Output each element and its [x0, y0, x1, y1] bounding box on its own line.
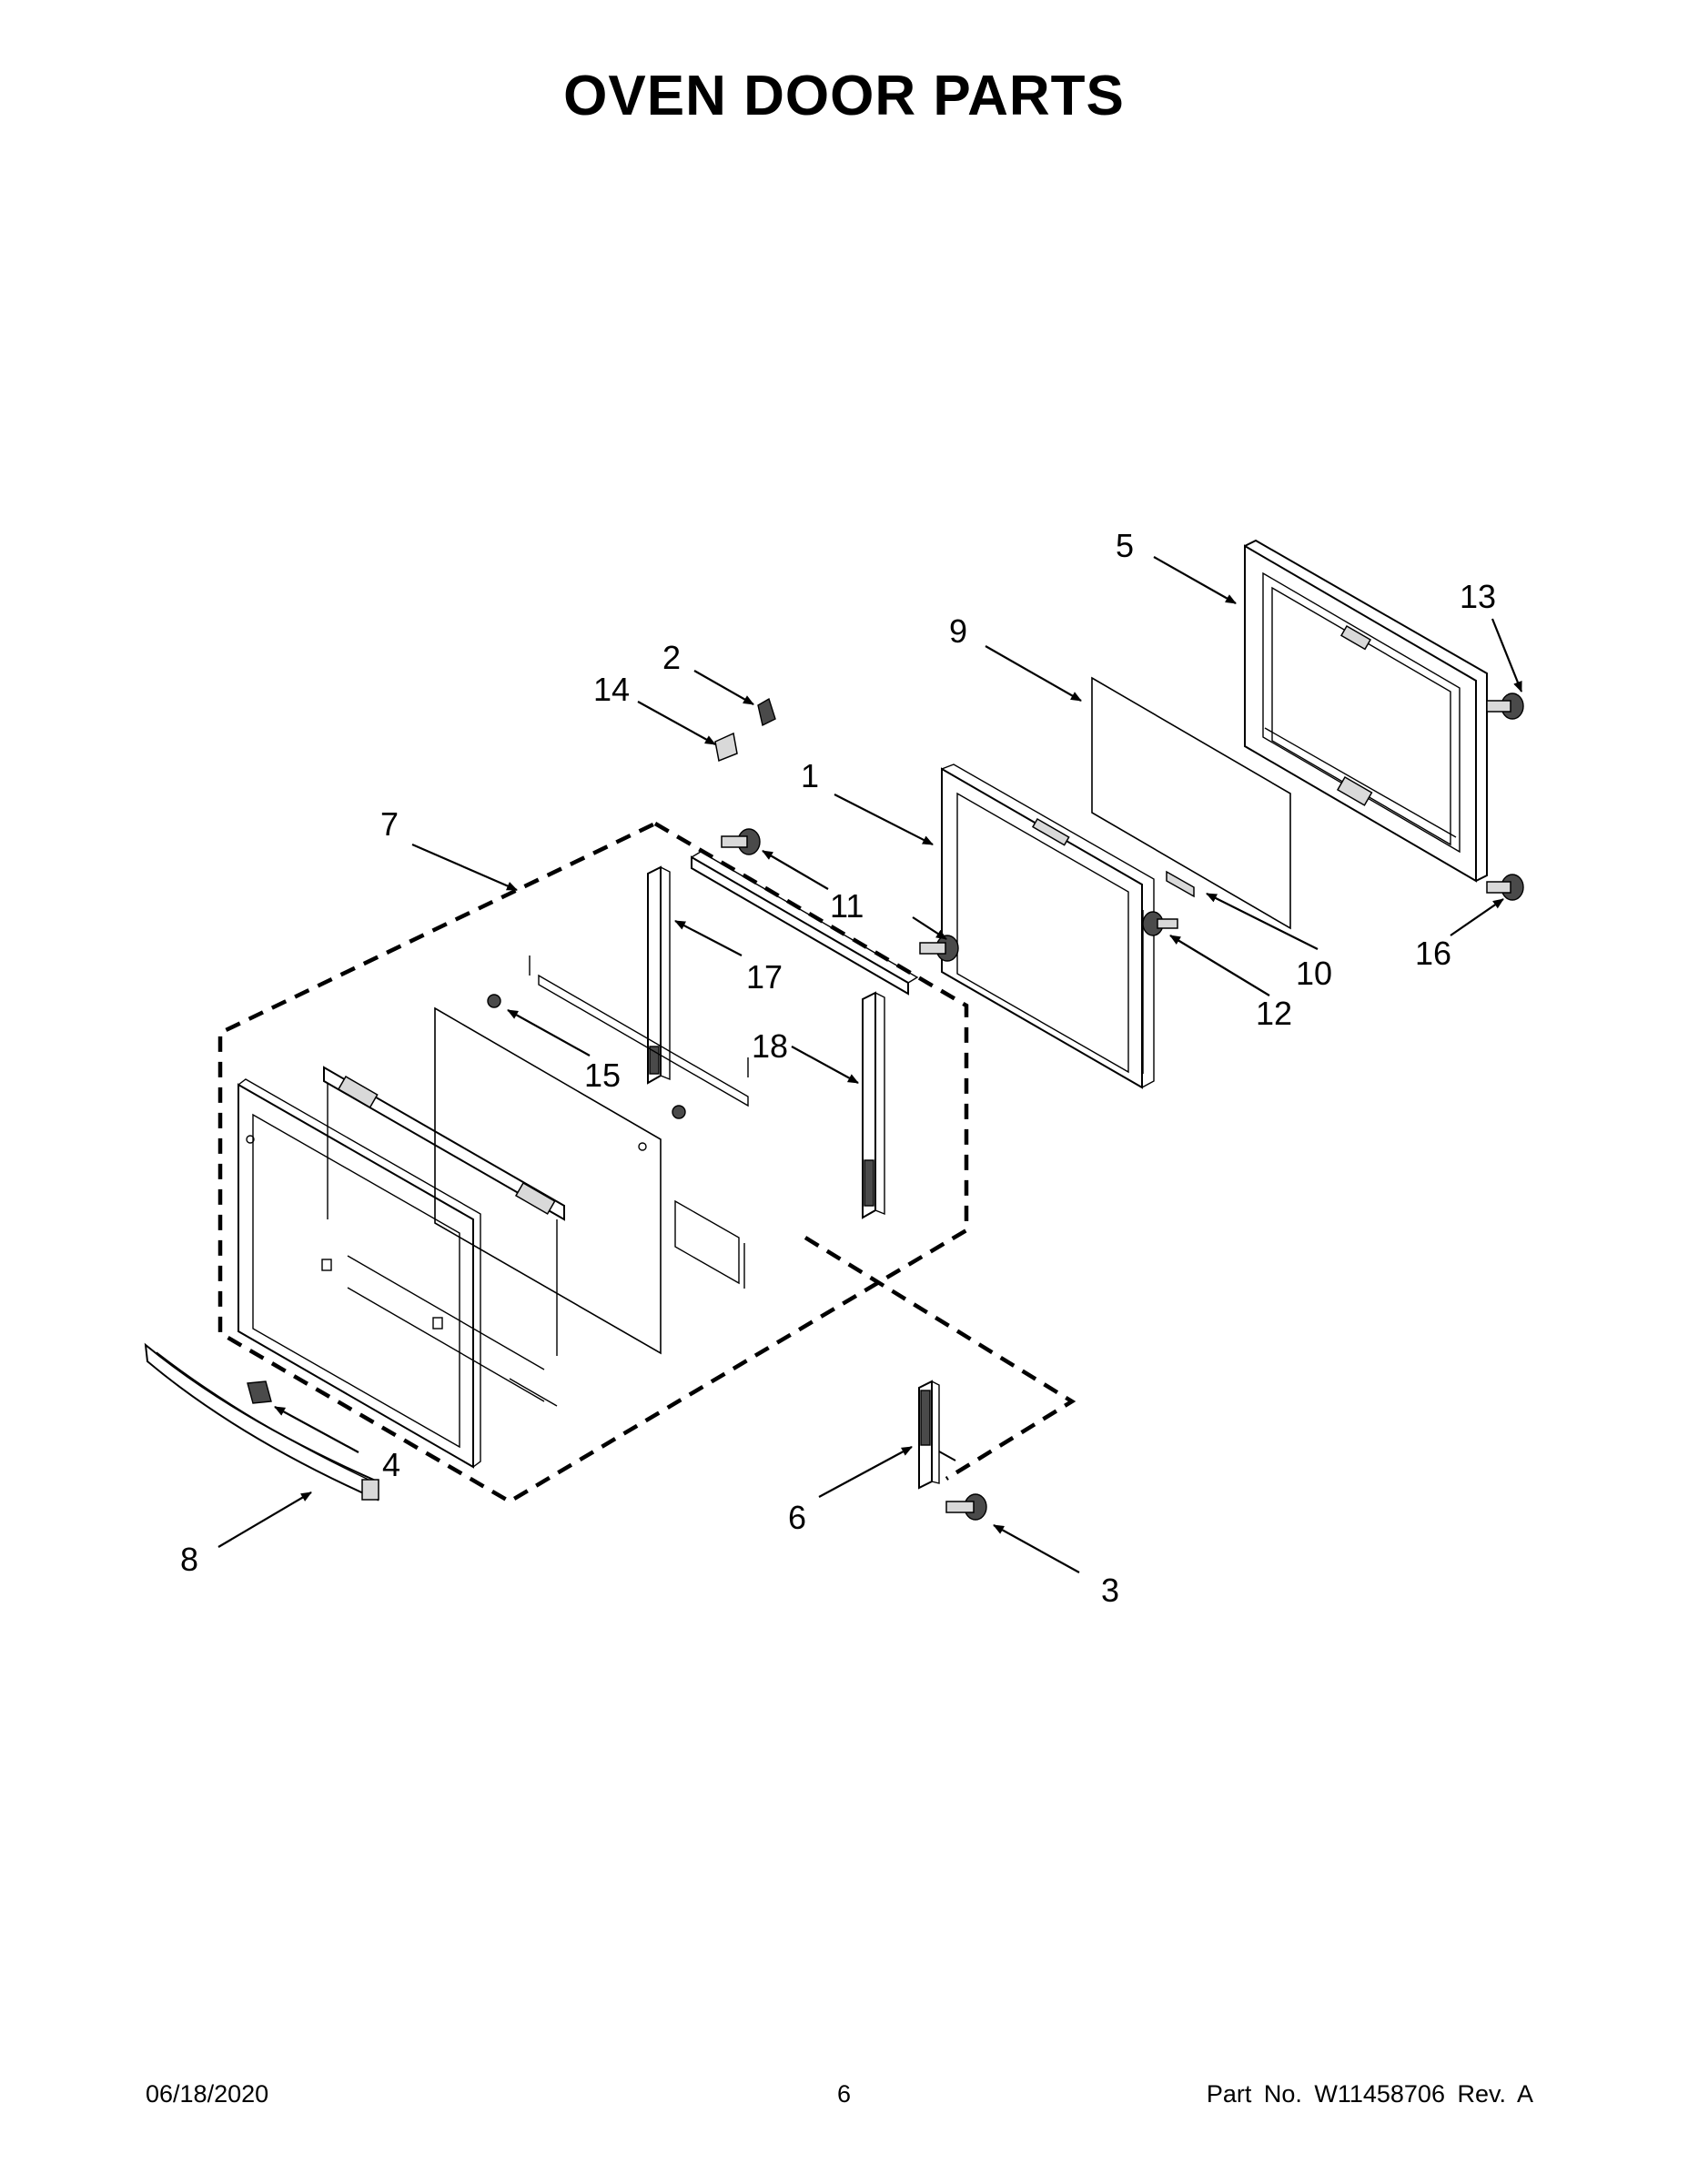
screw-part[interactable]	[1142, 911, 1178, 936]
glass-support-frame-part[interactable]	[323, 1066, 565, 1407]
handle-screw-part[interactable]	[247, 1380, 272, 1404]
middle-glass-pane-part[interactable]	[434, 1006, 662, 1355]
lower-glass-strip-part[interactable]	[674, 1199, 745, 1289]
right-door-channel-part[interactable]	[862, 991, 885, 1219]
top-door-rail-part[interactable]	[691, 851, 919, 996]
callout-13: 13	[1460, 578, 1496, 615]
footer-part-number: Part No. W11458706 Rev. A	[1206, 2080, 1533, 2108]
door-latch-bracket-part[interactable]	[714, 732, 738, 763]
callout-18: 18	[752, 1027, 788, 1065]
callout-16: 16	[1415, 935, 1451, 972]
callout-arrows	[217, 556, 1523, 1573]
footer-page-number: 6	[836, 2080, 852, 2108]
door-assembly-dashed-outline	[217, 821, 1076, 1504]
hinge-screw-part[interactable]	[945, 1493, 987, 1521]
washer-part[interactable]	[487, 994, 686, 1119]
screw-part[interactable]	[721, 828, 761, 855]
callout-1: 1	[801, 757, 819, 794]
callout-17: 17	[746, 958, 783, 996]
callout-4: 4	[382, 1446, 400, 1483]
callout-5: 5	[1116, 527, 1134, 564]
inner-door-frame-part[interactable]	[1244, 539, 1488, 883]
door-liner-part[interactable]	[941, 763, 1155, 1089]
callout-3: 3	[1101, 1572, 1119, 1609]
footer-date: 06/18/2020	[146, 2080, 269, 2108]
callout-10: 10	[1296, 955, 1332, 992]
page-title: OVEN DOOR PARTS	[563, 65, 1125, 127]
callout-6: 6	[788, 1499, 806, 1536]
callout-8: 8	[180, 1541, 198, 1578]
door-handle-part[interactable]	[144, 1342, 379, 1502]
callout-11: 11	[830, 887, 864, 925]
door-hinge-part[interactable]	[918, 1380, 956, 1490]
callout-7: 7	[380, 805, 399, 843]
screw-part[interactable]	[919, 935, 959, 962]
spacer-strip-part[interactable]	[529, 956, 749, 1107]
door-glass-panel-part[interactable]	[1091, 676, 1291, 930]
callout-15: 15	[584, 1057, 621, 1094]
glass-bracket-part[interactable]	[1166, 870, 1195, 898]
callout-9: 9	[949, 612, 967, 650]
left-door-channel-part[interactable]	[647, 865, 671, 1085]
callout-14: 14	[593, 671, 630, 708]
door-clip-part[interactable]	[757, 697, 776, 727]
outer-door-panel-part[interactable]	[238, 1078, 481, 1469]
callout-2: 2	[662, 639, 681, 676]
screw-part[interactable]	[1486, 693, 1524, 720]
screw-part[interactable]	[1486, 874, 1524, 901]
callout-12: 12	[1256, 995, 1292, 1032]
